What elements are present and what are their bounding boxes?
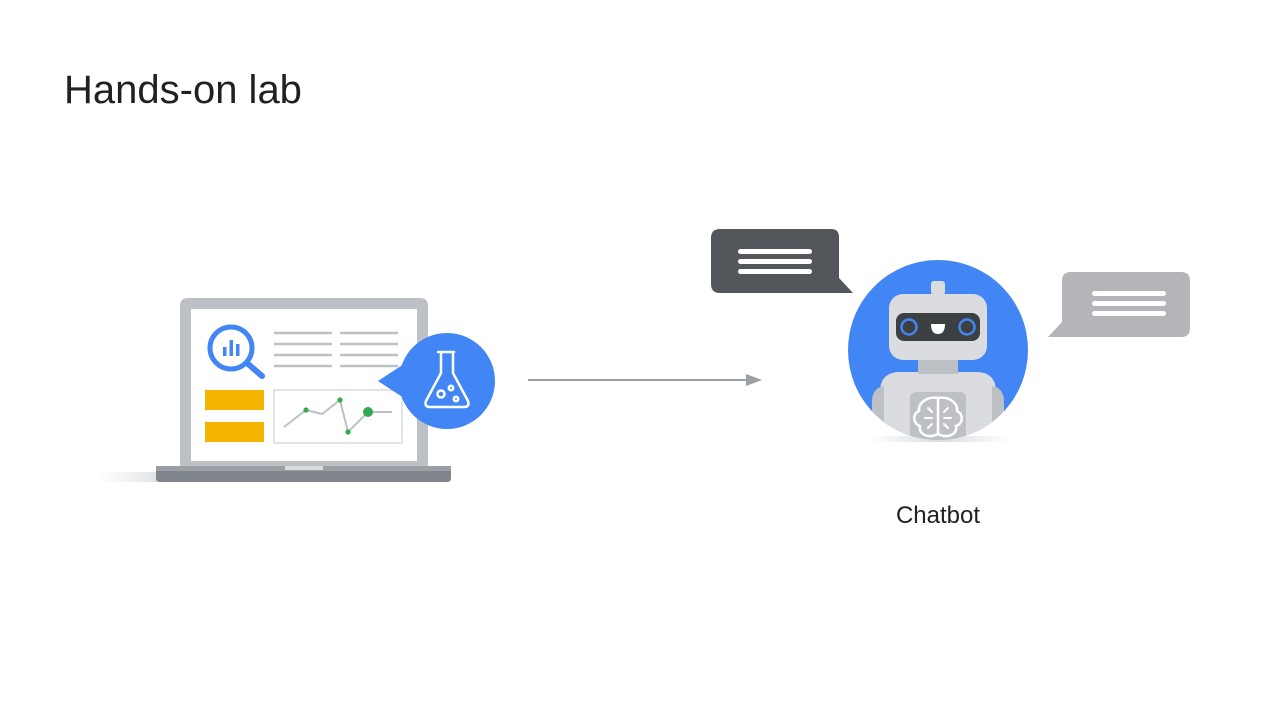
yellow-block-bottom: [205, 422, 264, 442]
slide-title: Hands-on lab: [64, 68, 302, 112]
lab-node: [95, 298, 495, 482]
bigquery-icon: [207, 324, 265, 379]
robot-icon: [848, 260, 1028, 440]
reply-bubble-icon: [1048, 272, 1190, 337]
speech-bubble-icon: [711, 229, 853, 293]
flow-arrow: [528, 374, 762, 386]
screen-text-lines: [274, 331, 398, 368]
chatbot-label: Chatbot: [895, 502, 981, 529]
yellow-block-top: [205, 390, 264, 410]
lab-flask-icon: [378, 333, 495, 429]
brain-icon: [910, 392, 966, 440]
line-chart-icon: [273, 389, 403, 444]
chatbot-node: [711, 229, 1190, 442]
laptop-shadow: [95, 472, 165, 482]
